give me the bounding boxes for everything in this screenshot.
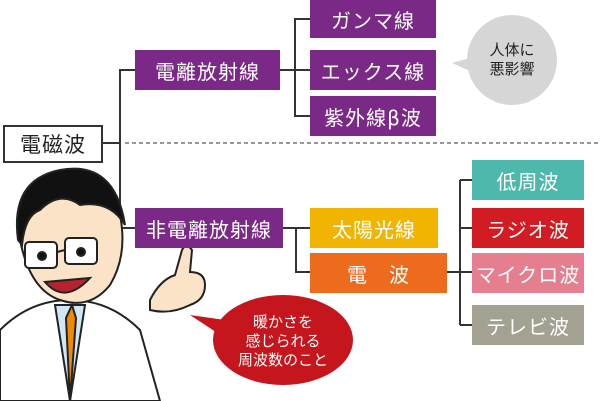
doctor-illustration — [0, 167, 207, 401]
microwave-node: マイクロ波 — [472, 253, 584, 293]
root-node: 電磁波 — [3, 125, 103, 163]
gamma-ray-node: ガンマ線 — [310, 0, 436, 38]
health-bubble-line: 悪影響 — [489, 60, 535, 78]
radio-frequency-node: ラジオ波 — [472, 208, 584, 248]
health-bubble — [452, 15, 557, 105]
warmth-bubble-text: 暖かさを 感じられる 周波数のこと — [218, 313, 348, 370]
warmth-bubble — [190, 295, 353, 385]
health-bubble-line: 人体に — [489, 41, 535, 59]
warmth-bubble-line: 感じられる — [245, 332, 321, 350]
warmth-bubble-line: 暖かさを — [252, 313, 313, 331]
warmth-bubble-line: 周波数のこと — [237, 351, 328, 369]
low-frequency-node: 低周波 — [472, 160, 584, 200]
sunlight-node: 太陽光線 — [310, 208, 438, 248]
x-ray-node: エックス線 — [310, 50, 436, 90]
ultraviolet-node: 紫外線β波 — [310, 96, 436, 136]
non-ionizing-radiation-node: 非電離放射線 — [135, 208, 283, 248]
radio-wave-node: 電 波 — [310, 253, 447, 293]
ionizing-radiation-node: 電離放射線 — [135, 50, 280, 90]
health-bubble-text: 人体に 悪影響 — [477, 41, 547, 79]
tv-wave-node: テレビ波 — [472, 305, 584, 345]
